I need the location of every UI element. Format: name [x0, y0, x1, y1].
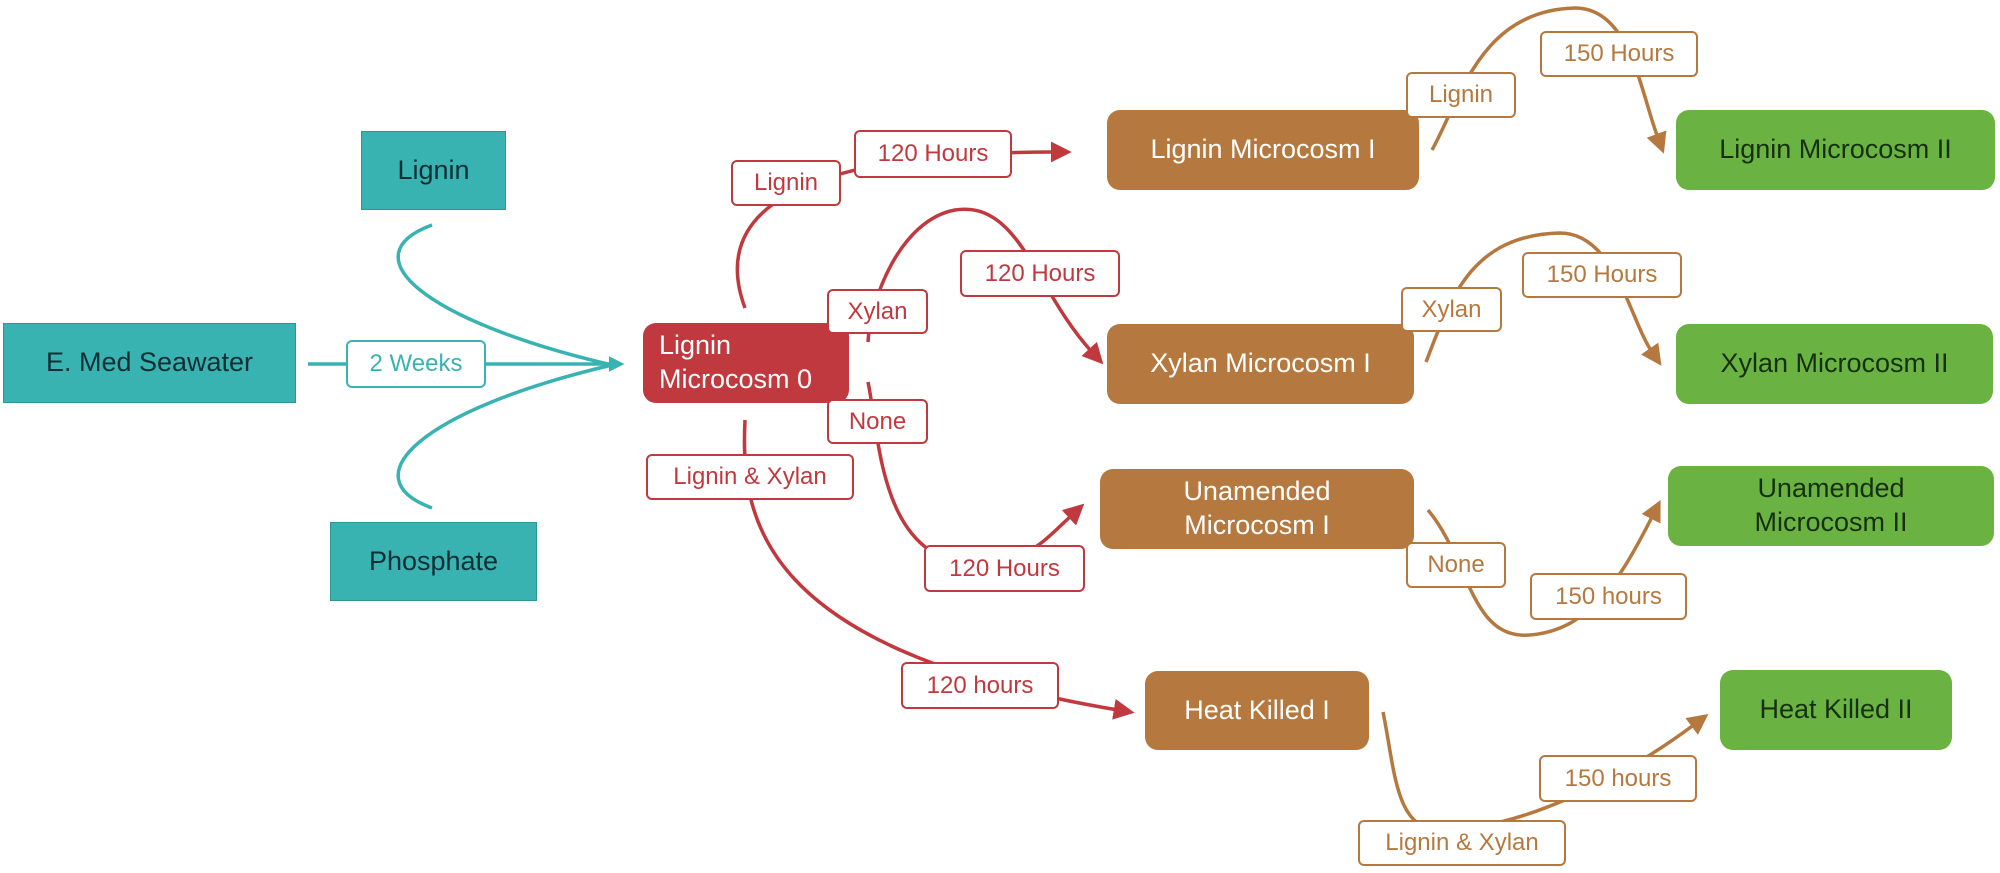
amendment-label-xylan-ii: Xylan [1401, 287, 1502, 332]
heat-killed-i-node: Heat Killed I [1145, 671, 1369, 750]
phosphate-source-node: Phosphate [330, 522, 537, 601]
time-label-heat-killed-ii: 150 hours [1539, 755, 1697, 802]
xylan-microcosm-i-node: Xylan Microcosm I [1107, 324, 1414, 404]
seawater-source-label: E. Med Seawater [45, 347, 254, 378]
time-label-xylan-i: 120 Hours [960, 250, 1120, 297]
time-label-heat-killed-i: 120 hours [901, 662, 1059, 709]
amendment-label-none-ii: None [1406, 542, 1506, 588]
amendment-label-lignin-xylan: Lignin & Xylan [646, 454, 854, 500]
lignin-microcosm-0-node: Lignin Microcosm 0 [643, 323, 849, 403]
microcosm-0-line1: Lignin [659, 330, 732, 361]
time-label-lignin-ii: 150 Hours [1540, 31, 1698, 77]
amendment-label-none: None [827, 399, 928, 444]
lignin-source-node: Lignin [361, 131, 506, 210]
xylan-microcosm-ii-node: Xylan Microcosm II [1676, 324, 1993, 404]
connector-lignin-to-microcosm-0 [396, 223, 613, 367]
time-label-unamended-i: 120 Hours [924, 545, 1085, 592]
seawater-source-node: E. Med Seawater [3, 323, 296, 403]
amendment-label-lignin-xylan-ii: Lignin & Xylan [1358, 820, 1566, 866]
lignin-microcosm-ii-node: Lignin Microcosm II [1676, 110, 1995, 190]
lignin-microcosm-i-node: Lignin Microcosm I [1107, 110, 1419, 190]
amendment-label-lignin: Lignin [731, 160, 841, 206]
unamended-microcosm-ii-node: Unamended Microcosm II [1668, 466, 1994, 546]
amendment-label-lignin-ii: Lignin [1406, 72, 1516, 118]
time-label-xylan-ii: 150 Hours [1522, 252, 1682, 298]
lignin-source-label: Lignin [397, 154, 470, 185]
time-label-lignin-i: 120 Hours [854, 130, 1012, 178]
connector-phosphate-to-microcosm-0 [396, 363, 613, 510]
amendment-label-xylan: Xylan [827, 289, 928, 334]
phosphate-source-label: Phosphate [368, 545, 499, 576]
heat-killed-ii-node: Heat Killed II [1720, 670, 1952, 750]
incubation-duration-label: 2 Weeks [346, 340, 486, 388]
microcosm-0-line2: Microcosm 0 [659, 364, 813, 394]
time-label-unamended-ii: 150 hours [1530, 573, 1687, 620]
unamended-microcosm-i-node: Unamended Microcosm I [1100, 469, 1414, 549]
